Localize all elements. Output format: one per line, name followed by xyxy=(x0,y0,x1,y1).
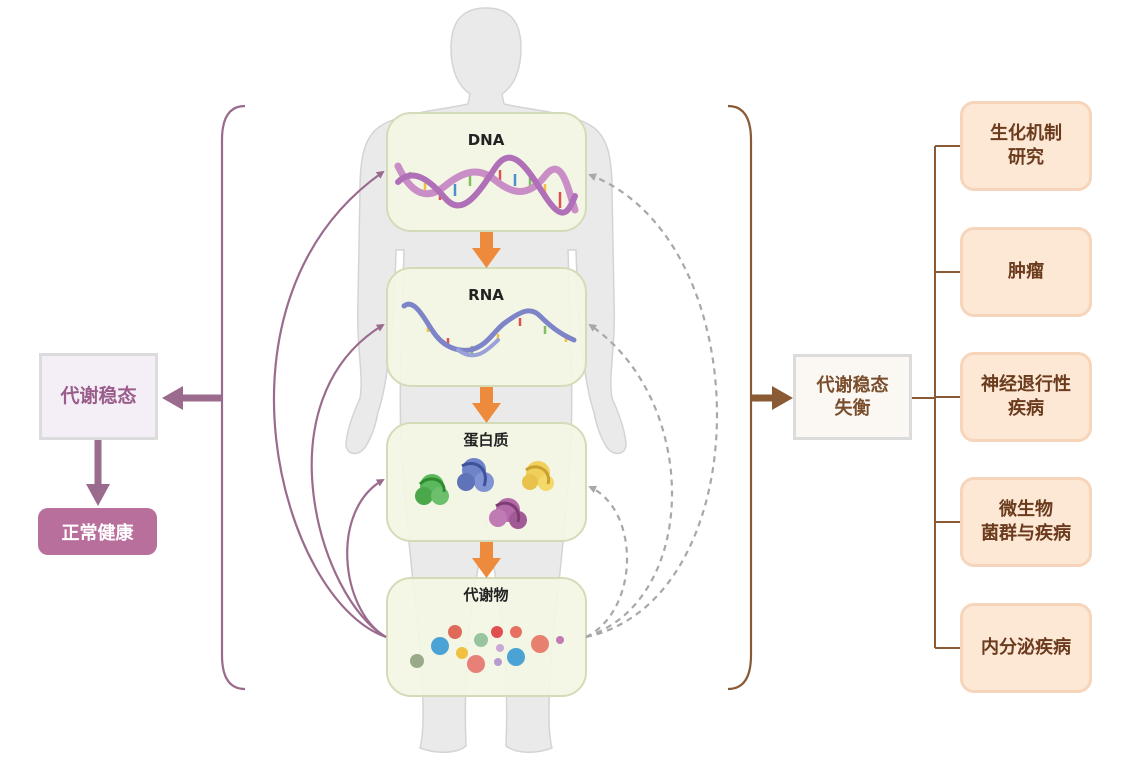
arrow-to-imbalance xyxy=(772,386,793,410)
disease-box-endocrine: 内分泌疾病 xyxy=(960,603,1092,693)
disease-tree-connector xyxy=(912,145,960,649)
homeostasis-box: 代谢稳态 xyxy=(39,353,158,440)
protein-illustration xyxy=(415,458,554,529)
rna-strand-illustration xyxy=(401,301,577,358)
flow-arrows xyxy=(472,232,501,578)
imbalance-box: 代谢稳态 失衡 xyxy=(793,354,912,440)
healthy-box: 正常健康 xyxy=(38,508,157,555)
feedback-arrows-left xyxy=(272,170,387,639)
disease-box-microbiota: 微生物 菌群与疾病 xyxy=(960,477,1092,567)
panel-title-dna: DNA xyxy=(467,131,505,149)
panel-title-rna: RNA xyxy=(468,286,504,304)
arrow-to-healthy xyxy=(86,484,110,506)
disease-box-tumor: 肿瘤 xyxy=(960,227,1092,317)
dna-helix-illustration xyxy=(394,154,579,216)
panel-title-metabolite: 代谢物 xyxy=(463,586,509,604)
disease-box-neuro: 神经退行性 疾病 xyxy=(960,352,1092,442)
left-bracket xyxy=(220,104,246,691)
panel-title-protein: 蛋白质 xyxy=(463,431,509,449)
arrow-to-homeostasis xyxy=(162,386,183,410)
disease-box-biochem: 生化机制 研究 xyxy=(960,101,1092,191)
metabolite-illustration xyxy=(410,625,564,673)
feedback-arrows-right xyxy=(585,173,718,639)
right-bracket xyxy=(727,104,753,691)
